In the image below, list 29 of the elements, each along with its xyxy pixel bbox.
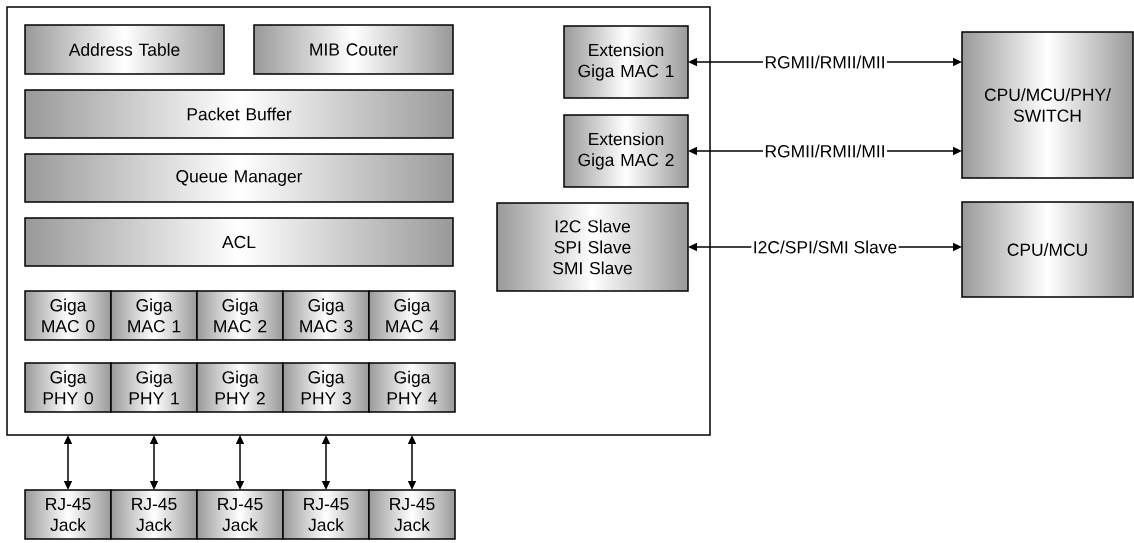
block-box: RJ-45 Jack <box>368 489 456 540</box>
block-box: Extension Giga MAC 1 <box>563 25 689 99</box>
block-box: Giga PHY 0 <box>24 362 112 413</box>
block-box: Extension Giga MAC 2 <box>563 114 689 188</box>
block-box: MIB Couter <box>253 24 454 75</box>
block-box: RJ-45 Jack <box>196 489 284 540</box>
block-box: ACL <box>24 217 454 267</box>
block-box: Giga MAC 1 <box>110 290 198 341</box>
block-box: Giga MAC 4 <box>368 290 456 341</box>
block-box: RJ-45 Jack <box>24 489 112 540</box>
edge-label: RGMII/RMII/MII <box>762 54 888 70</box>
block-box: Giga PHY 2 <box>196 362 284 413</box>
block-box: Giga PHY 4 <box>368 362 456 413</box>
block-box: Giga MAC 0 <box>24 290 112 341</box>
block-box: Queue Manager <box>24 153 454 203</box>
block-box: RJ-45 Jack <box>282 489 370 540</box>
block-box: Address Table <box>24 24 225 75</box>
edge-label: RGMII/RMII/MII <box>762 143 888 159</box>
block-box: Giga MAC 2 <box>196 290 284 341</box>
block-box: Giga PHY 1 <box>110 362 198 413</box>
block-box: CPU/MCU <box>961 201 1134 298</box>
block-box: I2C Slave SPI Slave SMI Slave <box>496 202 689 292</box>
edge-label: I2C/SPI/SMI Slave <box>751 239 899 255</box>
block-box: CPU/MCU/PHY/ SWITCH <box>961 31 1134 179</box>
block-box: Giga MAC 3 <box>282 290 370 341</box>
chip-outline <box>6 6 711 436</box>
block-box: Giga PHY 3 <box>282 362 370 413</box>
block-box: RJ-45 Jack <box>110 489 198 540</box>
block-box: Packet Buffer <box>24 89 454 139</box>
